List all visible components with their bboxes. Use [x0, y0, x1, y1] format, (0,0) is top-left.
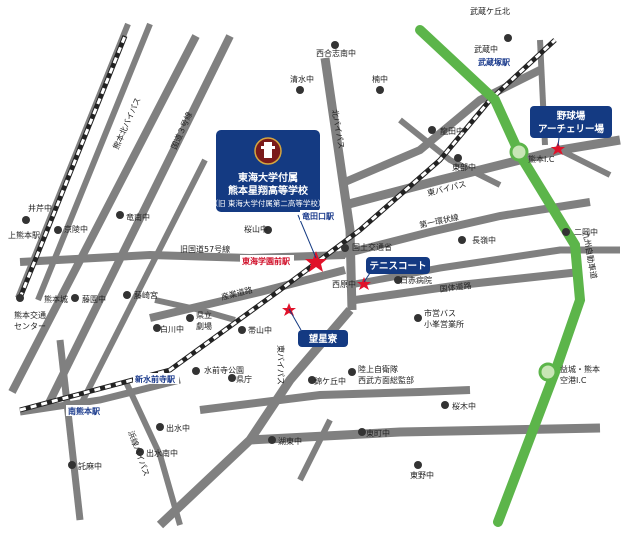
school-name-line1: 東海大学付属: [238, 171, 298, 184]
label-kotou: 湖東中: [278, 436, 302, 446]
label-obiyama: 帯山中: [248, 325, 272, 335]
label-kumamoto-ic: 熊本I.C: [528, 154, 555, 164]
road-network: [8, 22, 621, 529]
tennis-callout: テニスコート: [366, 257, 430, 274]
label-kyushu-expressway: 九州自動車道: [581, 231, 599, 280]
label-kenritsu-2: 劇場: [196, 321, 212, 331]
label-tobu: 東部中: [452, 162, 476, 172]
road-suizenji: [199, 386, 471, 414]
road-diagonal-1: [8, 34, 200, 394]
label-nishigaoka: 錦ケ丘中: [314, 376, 346, 386]
label-shirakawa: 白川中: [160, 324, 184, 334]
label-kyoryo: 京陵中: [64, 224, 88, 234]
road-diagonal-2: [44, 34, 234, 407]
label-kusunoki: 楠中: [372, 74, 388, 84]
place-labels: 西合志南中 武蔵ケ丘北 武蔵中 清水中 楠中 龍田中 東部中 熊本I.C 井芹中…: [8, 6, 600, 480]
label-musashi: 武蔵中: [474, 44, 498, 54]
road-lower-east: [249, 423, 601, 445]
road-kokudo3: [75, 158, 208, 412]
label-kencho: 県庁: [236, 374, 252, 384]
school-star: [305, 251, 327, 272]
label-mashiki-ic-2: 空港I.C: [560, 375, 587, 385]
label-keiyama: 桜山中: [244, 224, 268, 234]
road-hamasen: [122, 378, 183, 526]
label-kotsu-center-2: センター: [14, 322, 46, 331]
station-minami-kumamoto: 南熊本駅: [68, 406, 101, 416]
label-shiei-bus-1: 市営バス: [424, 308, 456, 318]
bogyo-label: 望星寮: [309, 333, 338, 345]
road-ic: [558, 147, 612, 178]
road-southwest: [19, 376, 181, 416]
road-south-left: [56, 339, 84, 521]
label-tatsuta: 龍田中: [440, 126, 464, 136]
label-higashi-bypass-south: 東バイパス: [276, 345, 286, 385]
label-kyudo57: 旧国道57号線: [180, 244, 230, 254]
tennis-star: [357, 277, 371, 290]
road-south-mid: [297, 418, 333, 482]
label-iseri: 井芹中: [28, 203, 52, 213]
ic-kumamoto-marker: [509, 142, 529, 162]
baseball-label-2: アーチェリー場: [538, 123, 604, 135]
label-jieitai-1: 陸上自衛隊: [358, 364, 398, 374]
road-northeast: [343, 66, 542, 186]
baseball-star: [551, 142, 565, 155]
label-fujizono: 藤園中: [82, 294, 106, 304]
label-kokudo-kotsu: 国土交通省: [352, 242, 392, 252]
road-daiichi-kanjo: [339, 198, 591, 259]
school-name-line2: 熊本星翔高等学校: [228, 184, 309, 197]
label-ryunan: 竜南中: [126, 212, 150, 222]
road-higashi-bypass-upper: [343, 135, 621, 210]
baseball-label-1: 野球場: [557, 110, 586, 122]
bogyo-callout: 望星寮: [298, 330, 348, 347]
label-kotsu-center-1: 熊本交通: [14, 310, 46, 320]
station-tatsutaguchi: 竜田口駅: [302, 211, 335, 221]
place-markers: [16, 34, 570, 469]
station-labels: 武蔵塚駅 竜田口駅 東海学園前駅 新水前寺駅 南熊本駅: [66, 56, 511, 416]
label-kokudo3: 国道３号線: [169, 110, 194, 151]
station-shin-suizenji: 新水前寺駅: [135, 374, 176, 384]
label-higashino: 東野中: [410, 470, 434, 480]
ic-mashiki-marker: [538, 362, 558, 382]
label-kenritsu-1: 県立: [196, 310, 212, 320]
road-west-diagonal-b: [35, 22, 153, 302]
school-name-former: （旧 東海大学付属第二高等学校）: [211, 198, 326, 208]
school-callout: 東海大学付属 熊本星翔高等学校 （旧 東海大学付属第二高等学校）: [211, 130, 326, 212]
label-izumi-minami: 出水南中: [146, 448, 178, 458]
label-izumi: 出水中: [166, 423, 190, 433]
station-musashizuka: 武蔵塚駅: [478, 57, 511, 67]
road-tatsuta: [398, 117, 502, 188]
label-kokutai: 国体道路: [439, 280, 472, 294]
label-shiei-bus-2: 小峯営業所: [424, 319, 464, 329]
label-kumamoto-castle: 熊本城: [44, 294, 68, 304]
label-mashiki-ic-1: 益城・熊本: [560, 364, 600, 374]
label-fujisakigu: 藤崎宮: [134, 290, 158, 300]
road-kokutai: [354, 268, 581, 304]
label-nagamine: 長嶺中: [472, 235, 496, 245]
label-nisshin: 日赤病院: [400, 275, 432, 285]
label-jieitai-2: 西武方面総監部: [358, 375, 414, 385]
road-kyudo57: [19, 250, 346, 266]
label-sakuragi: 桜木中: [452, 401, 476, 411]
label-musashigaoka-kita: 武蔵ケ丘北: [470, 6, 510, 16]
label-kamikumamoto: 上熊本駅: [8, 230, 40, 240]
label-nishigoshi-minami: 西合志南中: [316, 48, 356, 58]
label-higashimachi: 東町中: [366, 428, 390, 438]
label-shimizu: 清水中: [290, 74, 314, 84]
baseball-callout: 野球場 アーチェリー場: [530, 106, 612, 138]
road-center: [154, 297, 236, 323]
label-nishihara: 西原中: [332, 279, 356, 289]
road-middle-east: [349, 246, 620, 289]
station-tokai-gakuen-mae: 東海学園前駅: [242, 256, 291, 266]
tennis-label: テニスコート: [369, 261, 426, 272]
label-niwa: 二岡中: [574, 227, 598, 237]
label-takuma: 託麻中: [78, 461, 102, 471]
label-suizenji-koen: 水前寺公園: [204, 365, 244, 375]
